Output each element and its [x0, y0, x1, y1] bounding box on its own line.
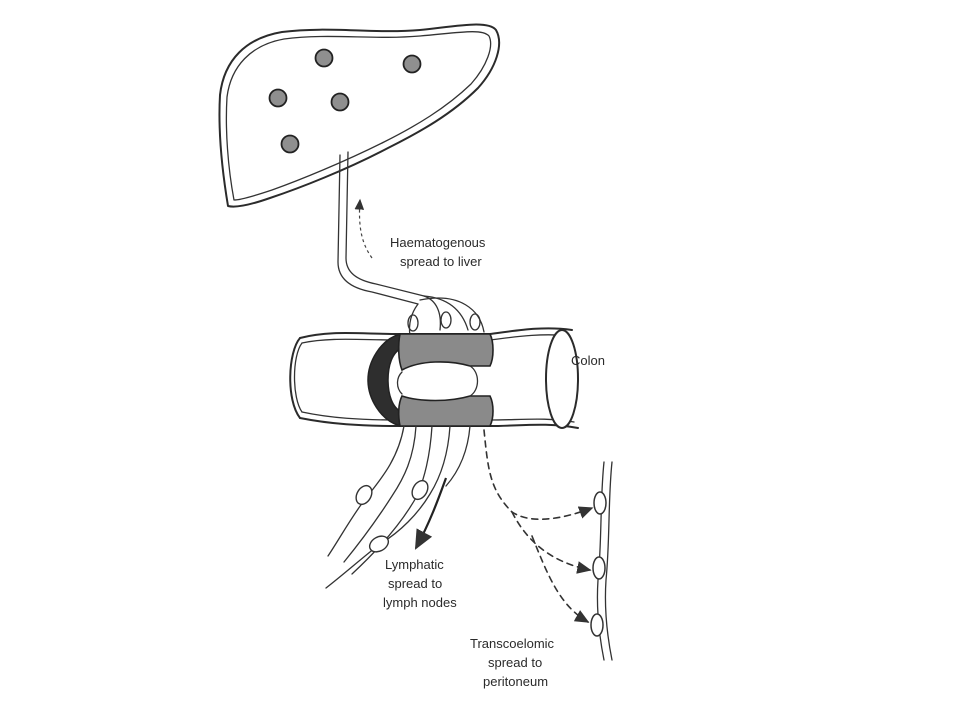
liver-metastasis	[314, 48, 334, 68]
tumour-dark-region	[367, 333, 403, 427]
lymph-node	[411, 479, 429, 501]
lymph-node	[368, 535, 390, 553]
liver-metastasis	[268, 88, 288, 108]
lymph-node	[355, 484, 373, 506]
liver-metastasis	[280, 134, 300, 154]
liver-inner-outline	[225, 31, 492, 201]
colon	[289, 327, 579, 429]
label-haematogenous-1: Haematogenous	[390, 235, 486, 250]
lymphatic-arrow	[414, 477, 448, 550]
label-colon: Colon	[571, 353, 605, 368]
label-transcoelomic-1: Transcoelomic	[470, 636, 555, 651]
liver-outline	[218, 23, 501, 208]
tumour-lower-band	[397, 395, 494, 427]
label-lymphatic-1: Lymphatic	[385, 557, 444, 572]
label-lymphatic-3: lymph nodes	[383, 595, 457, 610]
lymphatics	[325, 425, 471, 589]
transcoelomic-arrows	[483, 429, 594, 623]
liver-metastasis	[330, 92, 350, 112]
peritoneal-deposit	[592, 556, 606, 580]
peritoneal-deposit	[593, 491, 607, 515]
liver-metastasis	[402, 54, 422, 74]
peritoneum	[590, 461, 613, 661]
label-lymphatic-2: spread to	[388, 576, 442, 591]
peritoneal-deposit	[590, 613, 604, 637]
label-transcoelomic-3: peritoneum	[483, 674, 548, 689]
label-haematogenous-2: spread to liver	[400, 254, 482, 269]
portal-vein	[337, 151, 485, 337]
haematogenous-arrow	[354, 198, 373, 259]
label-transcoelomic-2: spread to	[488, 655, 542, 670]
tumour-upper-band	[397, 333, 494, 372]
liver	[218, 23, 501, 208]
